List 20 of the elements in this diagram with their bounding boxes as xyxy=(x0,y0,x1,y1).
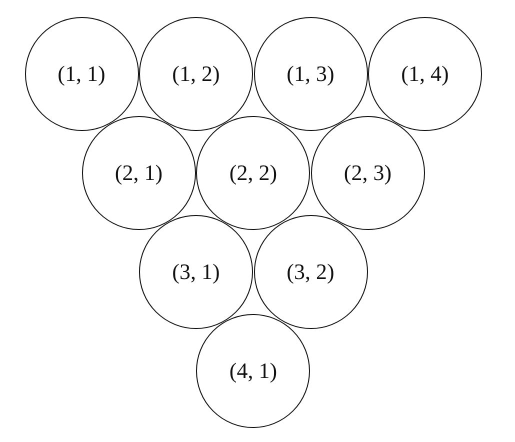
node-label: (1, 2) xyxy=(172,63,220,85)
node-label: (4, 1) xyxy=(229,360,278,382)
node-label: (3, 2) xyxy=(286,261,334,283)
circle-node xyxy=(196,314,310,428)
circle-node xyxy=(368,17,482,131)
node-label: (1, 3) xyxy=(286,63,334,85)
circle-node xyxy=(139,215,253,329)
node-label: (2, 1) xyxy=(114,162,163,184)
node-label: (1, 4) xyxy=(401,63,449,85)
node-label: (2, 2) xyxy=(229,162,278,184)
circle-node xyxy=(196,116,310,230)
node-label: (2, 3) xyxy=(344,162,392,184)
circle-node xyxy=(24,17,138,131)
circle-node xyxy=(254,17,368,131)
circle-node xyxy=(139,17,253,131)
node-label: (1, 1) xyxy=(58,63,106,85)
circle-node xyxy=(254,215,368,329)
node-label: (3, 1) xyxy=(172,261,220,283)
circle-node xyxy=(82,116,196,230)
circle-node xyxy=(310,116,425,230)
